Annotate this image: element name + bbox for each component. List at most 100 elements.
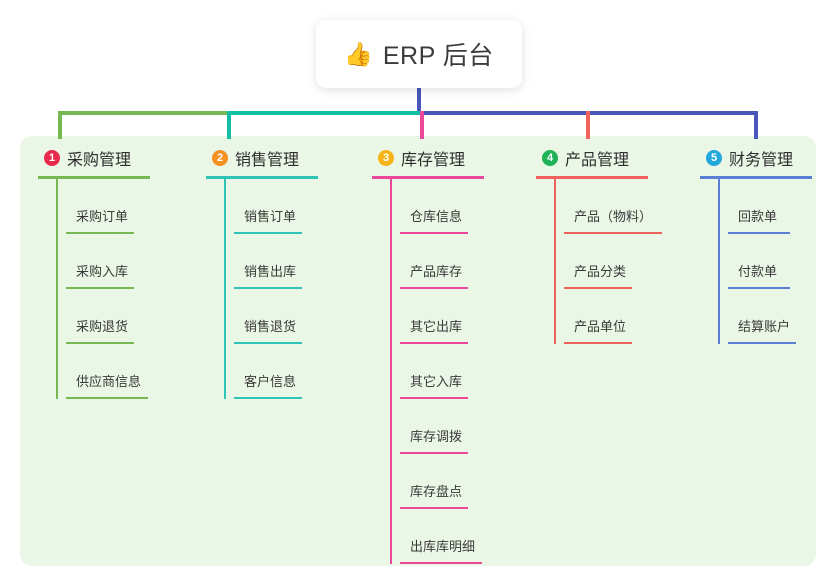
branch-column-1: 1 采购管理采购订单采购入库采购退货供应商信息 (38, 146, 203, 399)
branch-number-badge: 5 (706, 150, 722, 166)
branch-item[interactable]: 产品分类 (564, 234, 701, 289)
branch-number-badge: 4 (542, 150, 558, 166)
branch-item-rule (66, 232, 134, 234)
branch-item[interactable]: 产品单位 (564, 289, 701, 344)
branch-header[interactable]: 5 财务管理 (700, 146, 839, 170)
branch-item-rule (66, 397, 148, 399)
branch-item-label: 回款单 (738, 209, 778, 224)
branch-item-list: 仓库信息产品库存其它出库其它入库库存调拨库存盘点出库库明细 (390, 179, 537, 564)
branch-item-label: 采购订单 (76, 209, 129, 224)
branch-item-label: 出库库明细 (410, 539, 476, 554)
branch-item-label: 产品（物料） (574, 209, 653, 224)
branch-item-rule (564, 232, 662, 234)
branch-item[interactable]: 销售退货 (234, 289, 371, 344)
branch-spine (56, 179, 58, 399)
branch-item-label: 产品分类 (574, 264, 627, 279)
branch-title: 财务管理 (729, 152, 794, 169)
branch-column-3: 3 库存管理仓库信息产品库存其它出库其它入库库存调拨库存盘点出库库明细 (372, 146, 537, 564)
branch-number-badge: 1 (44, 150, 60, 166)
branch-header-rule (206, 176, 318, 179)
branch-item-label: 采购入库 (76, 264, 129, 279)
branch-item-label: 采购退货 (76, 319, 129, 334)
branch-item-rule (234, 287, 302, 289)
branch-item-label: 其它出库 (410, 319, 463, 334)
branch-title: 库存管理 (401, 152, 466, 169)
connector-drop (754, 111, 758, 139)
branch-item-label: 销售出库 (244, 264, 297, 279)
connector-drop (58, 111, 62, 139)
branch-item-rule (400, 287, 468, 289)
branch-item-rule (66, 342, 134, 344)
branch-spine (718, 179, 720, 344)
branch-item-rule (400, 562, 482, 564)
connector-drop (227, 111, 231, 139)
branch-item[interactable]: 产品库存 (400, 234, 537, 289)
branch-item-rule (728, 232, 790, 234)
branch-item[interactable]: 结算账户 (728, 289, 839, 344)
branch-item[interactable]: 回款单 (728, 179, 839, 234)
branch-item[interactable]: 其它入库 (400, 344, 537, 399)
branch-column-5: 5 财务管理回款单付款单结算账户 (700, 146, 839, 344)
branch-item[interactable]: 采购订单 (66, 179, 203, 234)
branch-item[interactable]: 供应商信息 (66, 344, 203, 399)
connector-trunk (417, 84, 421, 113)
branch-item-rule (564, 342, 632, 344)
branch-number-badge: 2 (212, 150, 228, 166)
mindmap-board (20, 136, 816, 566)
branch-item-rule (728, 287, 790, 289)
branch-header[interactable]: 3 库存管理 (372, 146, 537, 170)
branch-item[interactable]: 出库库明细 (400, 509, 537, 564)
branch-title: 产品管理 (565, 152, 630, 169)
branch-item-rule (728, 342, 796, 344)
connector-drop (420, 111, 424, 139)
branch-item[interactable]: 采购退货 (66, 289, 203, 344)
branch-item-rule (400, 507, 468, 509)
branch-item-rule (234, 397, 302, 399)
branch-item-rule (234, 232, 302, 234)
branch-item-label: 销售退货 (244, 319, 297, 334)
branch-item-label: 客户信息 (244, 374, 297, 389)
branch-title: 采购管理 (67, 152, 132, 169)
branch-item[interactable]: 客户信息 (234, 344, 371, 399)
root-node-title: ERP 后台 (382, 42, 494, 70)
branch-item-label: 供应商信息 (76, 374, 142, 389)
branch-item[interactable]: 库存盘点 (400, 454, 537, 509)
branch-header-rule (38, 176, 150, 179)
connector-drop (586, 111, 590, 139)
branch-item-rule (400, 452, 468, 454)
branch-item-list: 产品（物料） 产品分类产品单位 (554, 179, 701, 344)
branch-item[interactable]: 库存调拨 (400, 399, 537, 454)
branch-item-label: 库存盘点 (410, 484, 463, 499)
branch-item-label: 库存调拨 (410, 429, 463, 444)
branch-item-list: 销售订单销售出库销售退货客户信息 (224, 179, 371, 399)
branch-header[interactable]: 1 采购管理 (38, 146, 203, 170)
branch-item[interactable]: 产品（物料） (564, 179, 701, 234)
branch-item[interactable]: 销售订单 (234, 179, 371, 234)
branch-spine (390, 179, 392, 564)
branch-item-label: 产品单位 (574, 319, 627, 334)
branch-item-rule (66, 287, 134, 289)
root-node-card[interactable]: 👍 ERP 后台 (316, 20, 522, 88)
branch-header-rule (700, 176, 812, 179)
branch-item-label: 销售订单 (244, 209, 297, 224)
branch-item[interactable]: 销售出库 (234, 234, 371, 289)
branch-item[interactable]: 其它出库 (400, 289, 537, 344)
branch-header[interactable]: 4 产品管理 (536, 146, 701, 170)
branch-column-4: 4 产品管理产品（物料） 产品分类产品单位 (536, 146, 701, 344)
branch-number-badge: 3 (378, 150, 394, 166)
branch-item-label: 仓库信息 (410, 209, 463, 224)
branch-item-label: 其它入库 (410, 374, 463, 389)
branch-item[interactable]: 仓库信息 (400, 179, 537, 234)
branch-item-label: 产品库存 (410, 264, 463, 279)
thumbs-up-icon: 👍 (344, 40, 373, 67)
connector-bus-segment (230, 111, 420, 115)
branch-item[interactable]: 采购入库 (66, 234, 203, 289)
branch-item-label: 付款单 (738, 264, 778, 279)
branch-spine (554, 179, 556, 344)
connector-bus-segment (58, 111, 230, 115)
branch-item-label: 结算账户 (738, 319, 791, 334)
branch-header-rule (536, 176, 648, 179)
branch-item[interactable]: 付款单 (728, 234, 839, 289)
